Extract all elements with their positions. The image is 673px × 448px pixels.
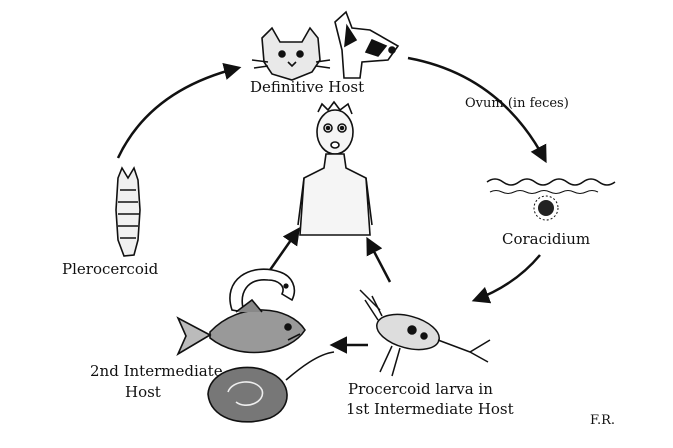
second-host-label-line2: Host	[125, 383, 161, 401]
definitive-host-label: Definitive Host	[250, 78, 365, 96]
arrow-host-to-ovum	[407, 56, 547, 164]
plerocercoid-label: Plerocercoid	[62, 260, 159, 278]
signature: F.R.	[590, 413, 616, 428]
arrow-plerocercoid-to-host	[116, 62, 242, 159]
plerocercoid-illustration	[115, 166, 141, 257]
arrow-fish-to-human	[268, 227, 301, 271]
fish-illustration	[176, 298, 306, 356]
coracidium-illustration	[533, 195, 559, 221]
eel-illustration	[229, 268, 296, 314]
water-illustration	[486, 178, 616, 194]
human-illustration	[297, 100, 373, 236]
mollusk-illustration	[207, 351, 335, 423]
dog-illustration	[334, 10, 400, 79]
arrow-coracidium-to-copepod	[471, 254, 541, 304]
procercoid-label-line2: 1st Intermediate Host	[346, 400, 514, 418]
copepod-illustration	[359, 289, 491, 377]
second-host-label-line1: 2nd Intermediate	[90, 362, 223, 380]
coracidium-label: Coracidium	[502, 230, 591, 248]
cat-illustration	[251, 26, 331, 81]
ovum-label: Ovum (in feces)	[465, 96, 569, 111]
procercoid-label-line1: Procercoid larva in	[348, 380, 493, 398]
arrow-copepod-to-human	[366, 236, 392, 283]
